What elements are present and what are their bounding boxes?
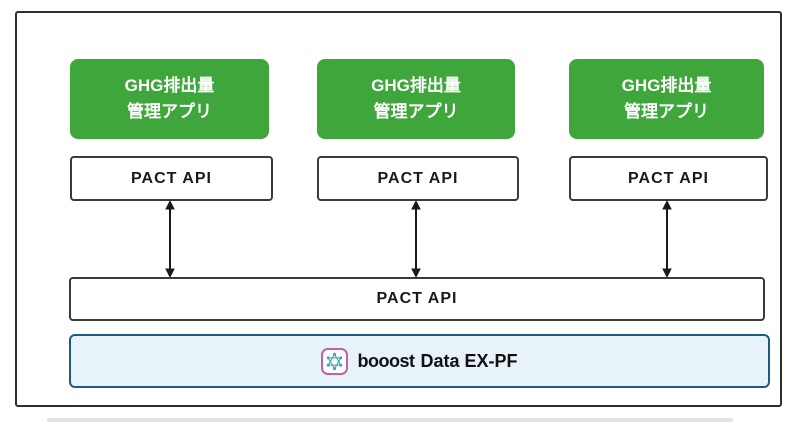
pact-api-box-2: PACT API xyxy=(317,156,519,201)
double-arrow-icon xyxy=(165,200,175,278)
ghg-app-title-line2: 管理アプリ xyxy=(127,102,212,121)
architecture-diagram-frame: GHG排出量 管理アプリ PACT API GHG排出量 管理アプリ PACT … xyxy=(15,11,782,407)
ghg-app-title-line2: 管理アプリ xyxy=(373,102,459,121)
ghg-app-box-1: GHG排出量 管理アプリ xyxy=(70,59,269,139)
page-divider-line xyxy=(47,418,733,422)
ghg-app-box-2: GHG排出量 管理アプリ xyxy=(317,59,515,139)
pact-api-label: PACT API xyxy=(628,169,709,187)
ghg-app-box-3: GHG排出量 管理アプリ xyxy=(569,59,764,139)
booost-network-logo-icon xyxy=(321,347,349,375)
ghg-app-title-line1: GHG排出量 xyxy=(124,76,215,95)
pact-api-label: PACT API xyxy=(377,169,459,187)
ghg-app-title-line1: GHG排出量 xyxy=(621,76,712,95)
ghg-app-title-line2: 管理アプリ xyxy=(624,102,709,121)
platform-product-name: Data EX-PF xyxy=(420,350,518,371)
pact-api-box-3: PACT API xyxy=(569,156,768,201)
pact-api-shared-bar: PACT API xyxy=(69,277,765,321)
pact-api-box-1: PACT API xyxy=(70,156,273,201)
booost-brand-wordmark: booost xyxy=(357,350,415,371)
ghg-app-title-line1: GHG排出量 xyxy=(371,76,461,95)
pact-api-label: PACT API xyxy=(376,290,458,307)
double-arrow-icon xyxy=(411,200,421,278)
double-arrow-icon xyxy=(662,200,672,278)
pact-api-label: PACT API xyxy=(131,169,212,187)
